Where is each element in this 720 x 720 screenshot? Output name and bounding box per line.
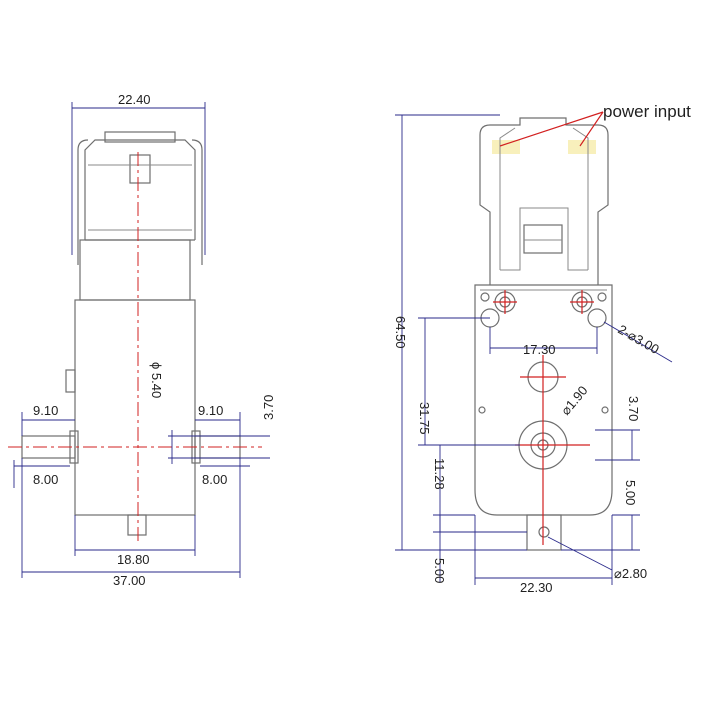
side-view: 22.40 9.10 8.00 9.10 8.00 3.70 ϕ 5.40 18… — [8, 92, 276, 588]
power-leader-right — [579, 111, 604, 147]
side-connector-tab — [129, 154, 151, 184]
dim-side-left-shaft: 9.10 — [33, 403, 58, 418]
dim-front-tab-offset-right: 5.00 — [623, 480, 638, 505]
side-connector-frame — [84, 139, 196, 240]
tab-hole — [538, 526, 550, 538]
front-view: power input 64.50 31.75 11.28 5.00 17.30… — [393, 102, 691, 595]
mount-hole-leader — [603, 321, 673, 363]
dim-front-height-to-shaft: 31.75 — [417, 402, 432, 435]
side-clip-left — [77, 139, 89, 265]
dim-side-shaft-diameter: ϕ 5.40 — [149, 362, 164, 398]
side-gear-housing — [79, 239, 191, 301]
dim-front-center-hole: ⌀1.90 — [558, 383, 591, 418]
front-main-housing — [474, 284, 613, 516]
tab-hole-leader — [547, 536, 613, 571]
side-connector-top — [104, 131, 176, 143]
power-pad-right — [568, 140, 596, 154]
dim-front-tab-hole: ⌀2.80 — [614, 566, 647, 581]
dim-side-width-top: 22.40 — [118, 92, 151, 107]
side-bottom-peg — [127, 514, 147, 536]
dim-side-total-width: 37.00 — [113, 573, 146, 588]
dim-front-bottom-width: 22.30 — [520, 580, 553, 595]
dim-front-total-height: 64.50 — [393, 316, 408, 349]
side-clip-right — [191, 139, 203, 265]
dim-side-left-inner: 8.00 — [33, 472, 58, 487]
dim-front-mount-holes: 2-⌀3.00 — [616, 322, 662, 357]
dim-side-right-shaft: 9.10 — [198, 403, 223, 418]
mount-hole-lower-right — [587, 308, 607, 328]
front-bottom-tab — [526, 514, 562, 551]
power-leader-left — [499, 111, 604, 147]
dim-side-bottom-width: 18.80 — [117, 552, 150, 567]
dim-side-right-inner: 8.00 — [202, 472, 227, 487]
side-bump — [65, 369, 76, 393]
power-pad-left — [492, 140, 520, 154]
dim-front-right-offset: 3.70 — [626, 396, 641, 421]
dim-side-shaft-height: 3.70 — [261, 395, 276, 420]
dim-front-shaft-to-tab: 11.28 — [432, 458, 447, 490]
front-connector-latch — [523, 224, 563, 254]
dim-front-tab-offset-left: 5.00 — [432, 558, 447, 583]
power-input-label: power input — [603, 102, 691, 121]
side-motor-body — [74, 299, 196, 516]
dim-front-hole-spacing: 17.30 — [523, 342, 556, 357]
front-connector-housing — [479, 117, 609, 285]
